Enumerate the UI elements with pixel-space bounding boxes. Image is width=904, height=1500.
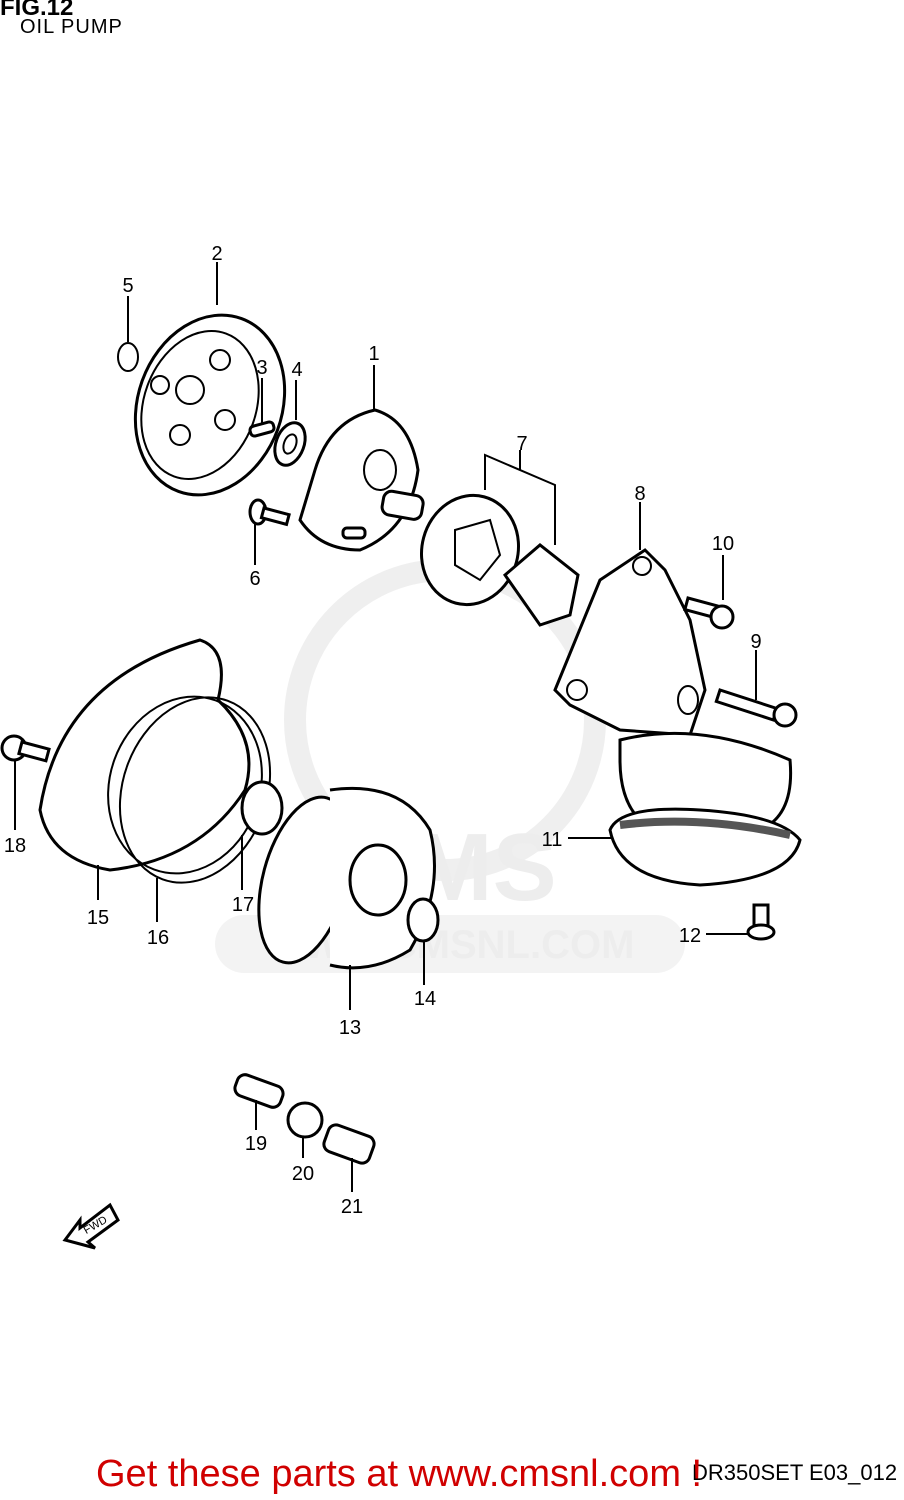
fig-subtitle: OIL PUMP	[20, 16, 123, 38]
part-screw-12	[746, 903, 776, 941]
callout-13: 13	[339, 1017, 361, 1039]
part-bolt-18	[0, 734, 51, 763]
callout-12: 12	[679, 925, 701, 947]
callout-15: 15	[87, 907, 109, 929]
part-bolt-9	[714, 688, 798, 728]
part-o-ring-17	[240, 780, 284, 836]
callout-4: 4	[291, 359, 302, 381]
part-plug	[322, 1123, 376, 1165]
callout-numbers: 1 2 3 4 5 6 7 8 9 10 11 12 13 14 15 16 1…	[4, 243, 762, 1218]
part-pump-cover	[553, 548, 707, 737]
callout-20: 20	[292, 1163, 314, 1185]
diagram-code: DR350SET E03_012	[692, 1460, 898, 1485]
part-ball	[286, 1101, 324, 1139]
part-pin	[248, 420, 276, 438]
leader-lines	[14, 262, 757, 1192]
callout-8: 8	[634, 483, 645, 505]
fig-title: FIG.12	[0, 0, 74, 21]
callout-7: 7	[516, 433, 527, 455]
callout-1: 1	[368, 343, 379, 365]
part-oil-strainer	[608, 731, 802, 887]
part-washer	[273, 421, 307, 467]
part-rotors	[419, 453, 580, 627]
promo-link[interactable]: Get these parts at www.cmsnl.com !	[96, 1453, 703, 1495]
fwd-arrow: FWD	[62, 1202, 120, 1250]
callout-21: 21	[341, 1196, 363, 1218]
part-circlip	[117, 342, 139, 372]
callout-18: 18	[4, 835, 26, 857]
part-gear	[133, 313, 287, 497]
callout-19: 19	[245, 1133, 267, 1155]
callout-6: 6	[249, 568, 260, 590]
part-spring	[233, 1073, 285, 1109]
callout-3: 3	[256, 357, 267, 379]
callout-5: 5	[122, 275, 133, 297]
part-o-ring-14	[406, 897, 440, 943]
part-pump-body	[298, 408, 425, 552]
callout-14: 14	[414, 988, 436, 1010]
part-screw-6	[248, 498, 291, 527]
callout-16: 16	[147, 927, 169, 949]
part-bolt-10	[683, 596, 735, 630]
callout-10: 10	[712, 533, 734, 555]
callout-17: 17	[232, 894, 254, 916]
callout-2: 2	[211, 243, 222, 265]
callout-11: 11	[542, 829, 563, 851]
part-filter-cover	[38, 638, 263, 875]
callout-9: 9	[750, 631, 761, 653]
